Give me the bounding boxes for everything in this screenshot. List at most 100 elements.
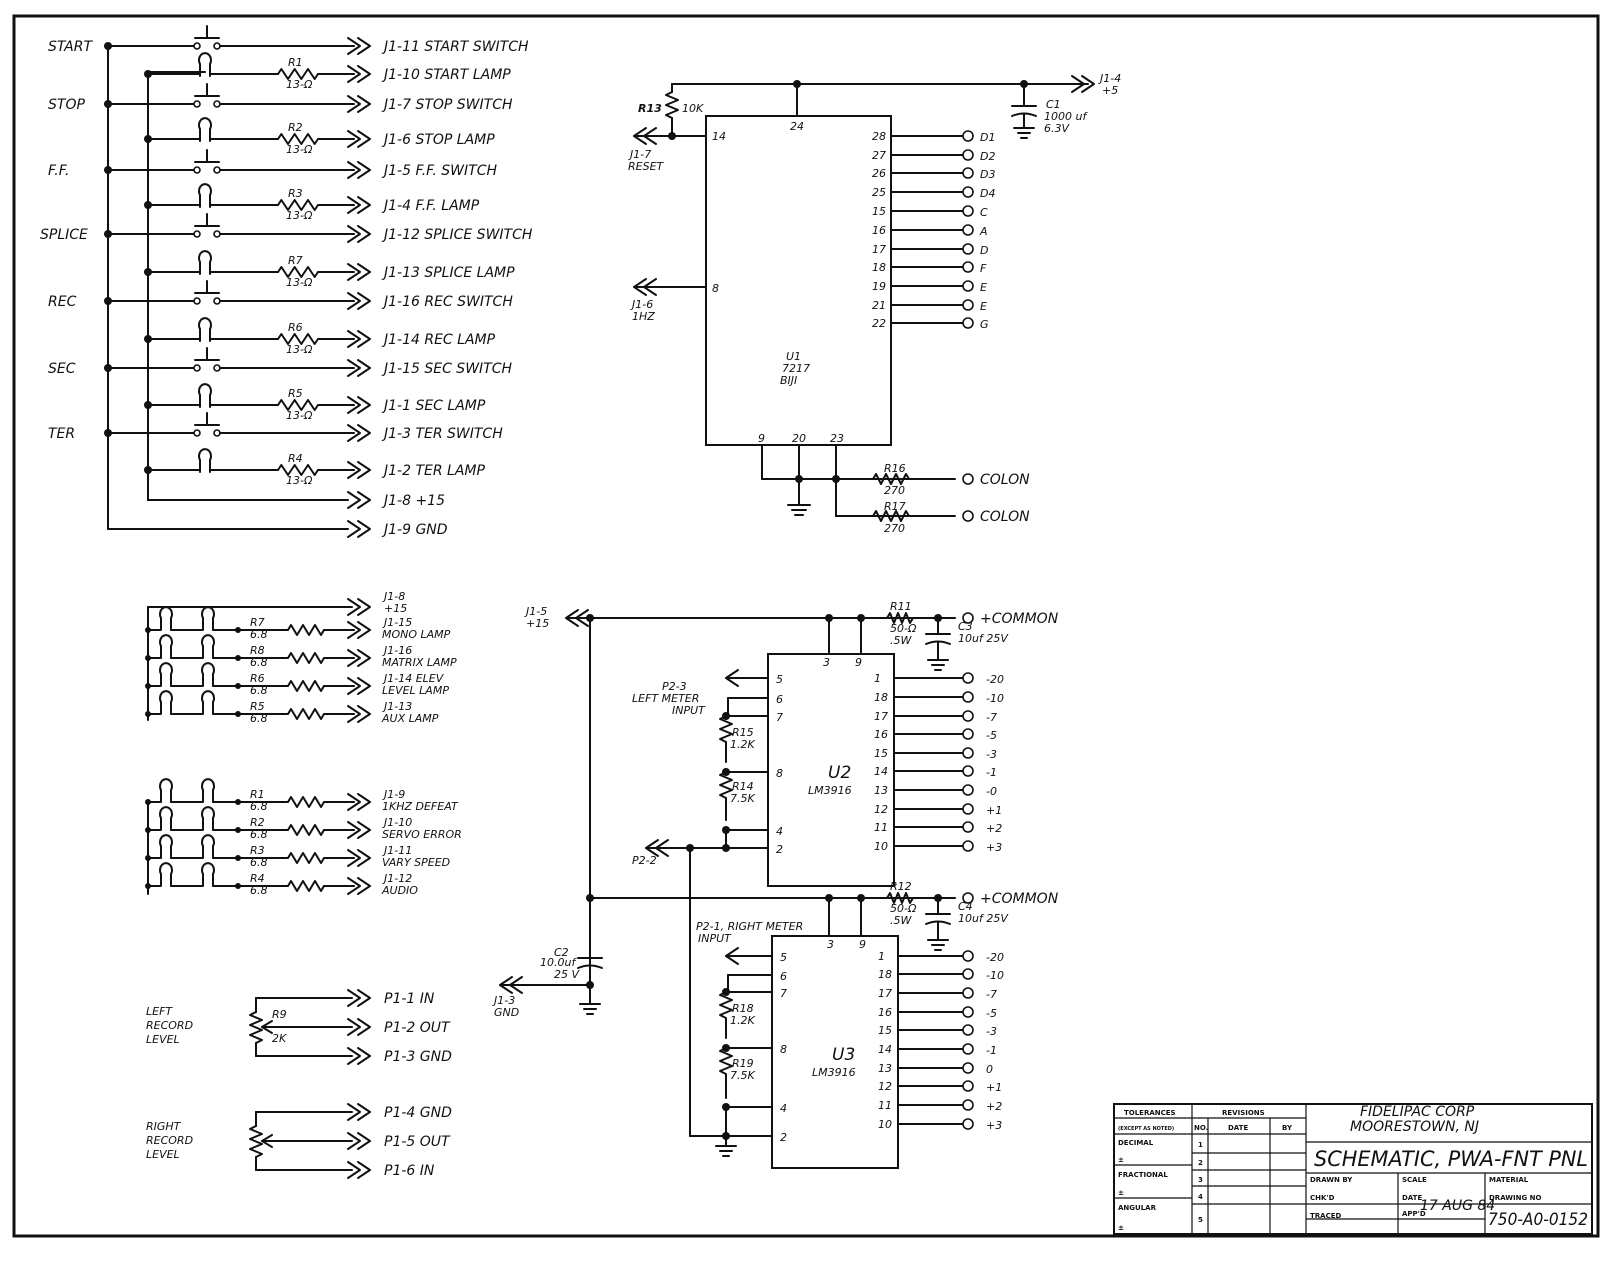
u1-pin-bottom-2: 23 (830, 432, 844, 445)
lamp-res-ref-7: R4 (250, 872, 265, 885)
switch-output-2: J1-7 STOP SWITCH (381, 97, 513, 113)
u3-level-4: -3 (986, 1025, 997, 1038)
u1-pin-24: 24 (790, 120, 804, 133)
meter-gnd-label: GND (494, 1006, 519, 1019)
u2-input-label: LEFT METER (632, 692, 699, 705)
u3-level-5: -1 (986, 1044, 997, 1057)
lamp-res-ref-2: R6 (250, 672, 265, 685)
u2-rsense-ref: R11 (890, 600, 912, 613)
lamp-out-port-7: J1-12 (382, 872, 412, 885)
switch-output-10: J1-15 SEC SWITCH (381, 361, 512, 377)
reset-port: J1-7 (628, 148, 651, 161)
r16-ref: R16 (884, 462, 906, 475)
u1-output-3: D4 (980, 187, 995, 200)
input-label-1: STOP (48, 97, 85, 113)
u1-pin-right-9: 21 (872, 299, 886, 312)
res-value-5: 13-Ω (286, 409, 313, 422)
traced-label: TRACED (1310, 1212, 1342, 1220)
rev-num-1: 1 (1198, 1141, 1203, 1149)
u3-package (771, 935, 899, 1169)
u2-level-5: -1 (986, 766, 997, 779)
supply-port: J1-4 (1098, 72, 1121, 85)
company-location: MOORESTOWN, NJ (1350, 1119, 1479, 1135)
u1-pin-14: 14 (712, 130, 726, 143)
u2-pin-left-2: 7 (776, 711, 783, 724)
u2-part: LM3916 (808, 784, 852, 797)
lamp-res-ref-0: R7 (250, 616, 265, 629)
switch-output-12: J1-3 TER SWITCH (381, 426, 503, 442)
u1-pin-right-8: 19 (872, 280, 886, 293)
c2-voltage: 25 V (554, 968, 580, 981)
lamp-res-value-3: 6.8 (250, 712, 268, 725)
u3-pin-right-2: 17 (878, 987, 892, 1000)
u2-ra-value: 1.2K (730, 738, 755, 751)
left-record-label-2: LEVEL (146, 1033, 180, 1046)
u2-level-1: -10 (986, 692, 1004, 705)
u1-pin-8: 8 (712, 282, 719, 295)
r16-value: 270 (884, 484, 905, 497)
decimal-label: DECIMAL (1118, 1139, 1154, 1147)
u3-pin-left-3: 8 (780, 1043, 787, 1056)
u3-level-7: +1 (986, 1081, 1002, 1094)
u2-pin-right-0: 1 (874, 672, 881, 685)
rev-num-5: 5 (1198, 1216, 1203, 1224)
u3-common-label: +COMMON (980, 891, 1059, 907)
u2-level-8: +2 (986, 822, 1002, 835)
u1-pin-right-10: 22 (872, 317, 886, 330)
switch-panel (107, 45, 349, 530)
r9-ref: R9 (272, 1008, 287, 1021)
lamp-res-value-6: 6.8 (250, 856, 268, 869)
lamp-res-value-7: 6.8 (250, 884, 268, 897)
input-label-6: TER (48, 426, 75, 442)
c2-ref: C2 (554, 946, 569, 959)
switch-output-1: J1-10 START LAMP (381, 67, 511, 83)
u1-package (705, 115, 892, 446)
res-value-2: 13-Ω (286, 209, 313, 222)
u1-pin-right-0: 28 (872, 130, 886, 143)
u2-rb-ref: R14 (732, 780, 754, 793)
u1-pin-right-6: 17 (872, 243, 886, 256)
switch-output-7: J1-13 SPLICE LAMP (381, 265, 515, 281)
tolerances-label: TOLERANCES (1124, 1109, 1176, 1117)
input-label-2: F.F. (48, 163, 69, 179)
u3-ra-value: 1.2K (730, 1014, 755, 1027)
lamp-res-value-0: 6.8 (250, 628, 268, 641)
r9-value: 2K (272, 1032, 287, 1045)
reset-label: RESET (628, 160, 665, 173)
u2-level-0: -20 (986, 673, 1004, 686)
switch-output-13: J1-2 TER LAMP (381, 463, 485, 479)
u3-level-1: -10 (986, 969, 1004, 982)
lamp-res-ref-6: R3 (250, 844, 265, 857)
res-ref-6: R4 (288, 452, 303, 465)
revisions-label: REVISIONS (1222, 1109, 1265, 1117)
res-ref-0: R1 (288, 56, 303, 69)
u1-pin-right-7: 18 (872, 261, 886, 274)
switch-output-8: J1-16 REC SWITCH (381, 294, 513, 310)
res-value-3: 13-Ω (286, 276, 313, 289)
res-value-4: 13-Ω (286, 343, 313, 356)
material-label: MATERIAL (1489, 1176, 1529, 1184)
lamp-out-port-3: J1-13 (382, 700, 412, 713)
u3-rb-ref: R19 (732, 1057, 754, 1070)
u2-rb-value: 7.5K (730, 792, 755, 805)
drawn-by-label: DRAWN BY (1310, 1176, 1353, 1184)
u1-pin-right-5: 16 (872, 224, 886, 237)
u2-pin-right-5: 14 (874, 765, 888, 778)
u3-rsense-watt: .5W (890, 914, 912, 927)
switch-output-5: J1-4 F.F. LAMP (381, 198, 480, 214)
u1-decoder-block (633, 75, 1095, 522)
u2-rsense-watt: .5W (890, 634, 912, 647)
fractional-pm: ± (1118, 1189, 1124, 1197)
res-ref-2: R3 (288, 187, 303, 200)
scale-label: SCALE (1402, 1176, 1427, 1184)
u1-output-4: C (980, 206, 988, 219)
u1-output-7: F (980, 262, 987, 275)
u2-ra-ref: R15 (732, 726, 754, 739)
hz-label: 1HZ (632, 310, 655, 323)
u2-pin-right-3: 16 (874, 728, 888, 741)
lamp-out-label-6: VARY SPEED (382, 856, 450, 869)
switch-output-3: J1-6 STOP LAMP (381, 132, 495, 148)
u3-pin-right-6: 13 (878, 1062, 892, 1075)
u2-pin-left-0: 5 (776, 673, 783, 686)
